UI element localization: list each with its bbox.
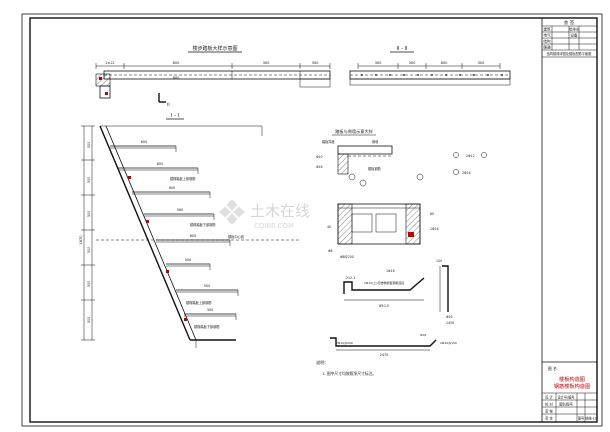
step-note-b: 楼梯踏板下部钢筋 — [190, 222, 216, 227]
drawing-name-2: 钢筋楼板构造图 — [554, 382, 590, 390]
watermark: 土木在线 COI88.COM — [219, 199, 310, 230]
notes: 说明: 1. 图中尺寸均按照净尺寸标注。 — [316, 359, 376, 376]
elev-w-1: 800 — [141, 140, 147, 144]
bar3-len: 2470 — [380, 353, 389, 357]
elev-w-4: 580 — [177, 208, 183, 212]
section-II-title: II - II — [397, 46, 408, 52]
notes-heading: 说明: — [316, 359, 326, 366]
elev-w-3: 600 — [169, 186, 175, 190]
section-I-elevation: I - I 300 300 300 300 300 300 1870 — [79, 113, 300, 348]
plan-dim-1: 2x12 — [106, 61, 115, 65]
sign-row-r1: 给排水 — [569, 27, 580, 32]
title-block: 会 签 建筑 电气 结构 暖通 给排水 设备 结构楼梯详图及楼板配筋平面图 图 … — [541, 18, 597, 422]
tb-row-3: 审 核 — [545, 409, 553, 414]
detail-title: 踏板与侧墙示意大样 — [335, 128, 373, 135]
sheet-no: 结施-12 — [585, 416, 597, 421]
bar1-dim-1: 212.1 — [346, 276, 355, 280]
bar1-dim-2: 1Φ16 — [386, 269, 395, 273]
connection-detail: 踏板与侧墙示意大样 踏板厚度 侧墙 Φ10 Φ16 楼板钢筋 2Φ12 2Φ16… — [316, 128, 487, 259]
detail-bottom-a: Φ8 — [328, 249, 333, 253]
detail-wall-note: 楼板钢筋 — [368, 166, 381, 171]
sec2-dim-4: 300 — [478, 61, 486, 65]
outer-border — [21, 13, 603, 427]
tb-val-2: 图别/图号 — [559, 402, 573, 407]
watermark-text: 土木在线 — [250, 202, 310, 220]
elev-w-5: 600 — [190, 234, 196, 238]
bar2-len: 1450 — [446, 321, 454, 325]
plan-detail: 楼步踏板大样示意图 2x12 800 800 300 300 II — [95, 45, 331, 108]
elev-dim-1: 300 — [87, 142, 91, 148]
plan-dim-3: 800 — [173, 76, 181, 80]
elev-w-2: 800 — [157, 162, 163, 166]
elev-total: 1870 — [79, 235, 83, 245]
sign-row-2: 电气 — [543, 33, 551, 38]
tb-val-1: 设计号/编号 — [557, 395, 574, 400]
plan-dim-4: 300 — [263, 61, 271, 65]
tb-row-2: 校 对 — [545, 402, 553, 407]
sheet-no-label: 图号 — [578, 416, 584, 421]
axis-note: 楼板中心线 — [228, 234, 245, 239]
elev-w-6: 500 — [185, 258, 191, 262]
elev-dim-4: 300 — [87, 247, 91, 253]
section-I-title: I - I — [171, 113, 179, 119]
sign-row-3: 结构 — [543, 39, 551, 44]
step-note-d: 楼梯踏板下部钢筋 — [194, 324, 220, 329]
drawing-name-1: 楼板构造图 — [559, 375, 585, 383]
elev-w-7: 500 — [204, 284, 210, 288]
bar1-note: 1Φ12(上)与楼梯踏板钢筋连接 — [364, 280, 404, 285]
detail-dim-a: Φ10 — [316, 155, 323, 159]
elev-dim-5: 300 — [87, 281, 91, 287]
project-caption: 结构楼梯详图及楼板配筋平面图 — [547, 51, 592, 56]
note-1: 1. 图中尺寸均按照净尺寸标注。 — [322, 371, 376, 376]
elev-dim-2: 300 — [87, 177, 91, 183]
bar3-dim-2: Φ16 — [420, 333, 426, 337]
elev-dim-3: 300 — [87, 211, 91, 217]
callout-2: 2Φ16 — [462, 171, 471, 175]
step-note-c: 楼梯踏板上部钢筋 — [186, 300, 212, 305]
sec2-dim-2: 300 — [409, 61, 417, 65]
sign-row-1: 建筑 — [543, 27, 551, 32]
sec2-dim-3: 800 — [441, 61, 449, 65]
elev-w-8: 300 — [207, 308, 213, 312]
tb-row-1: 设 计 — [545, 395, 553, 400]
sec2-dim-1: 300 — [375, 61, 383, 65]
detail-top-note: 踏板厚度 — [322, 139, 336, 144]
elev-dim-6: 300 — [87, 317, 91, 323]
plan-dim-5: 300 — [312, 61, 320, 65]
sign-row-4: 暖通 — [543, 45, 551, 50]
bar3-dim-1: 7Φ10@200 — [336, 341, 353, 345]
bar1-len: 850.5 — [379, 304, 389, 308]
step-note-a: 楼梯踏板上部钢筋 — [170, 176, 196, 181]
plan-dim-2: 800 — [173, 61, 181, 65]
watermark-sub: COI88.COM — [254, 222, 294, 230]
detail-dim-e: 1Φ16 — [430, 227, 439, 231]
inner-border — [29, 17, 598, 423]
detail-dim-c: 40 — [327, 225, 331, 229]
rebar-shapes: 212.1 1Φ16 1Φ12(上)与楼梯踏板钢筋连接 850.5 150 Φ1… — [330, 259, 457, 357]
bar2-dim-1: 150 — [436, 259, 442, 263]
detail-bottom-b: Φ8@200 — [340, 255, 354, 259]
sign-header: 会 签 — [564, 19, 575, 26]
callout-1: 2Φ12 — [466, 154, 475, 158]
detail-left-note: 侧墙 — [372, 139, 379, 144]
detail-dim-b: Φ16 — [316, 165, 323, 169]
section-II-detail: II - II 300 300 800 300 — [349, 46, 511, 86]
drawing-name-label: 图 名 — [548, 366, 557, 371]
bar2-dim-2: Φ16 — [446, 315, 453, 319]
tb-row-4: 审 定 — [545, 416, 553, 421]
detail-dim-d: 80 — [430, 212, 434, 216]
cut-mark-II: II — [167, 102, 170, 108]
sign-row-r2: 设备 — [570, 33, 578, 38]
plan-title: 楼步踏板大样示意图 — [192, 45, 237, 52]
bar3-dim-3: 2Φ16@150 — [440, 341, 457, 345]
